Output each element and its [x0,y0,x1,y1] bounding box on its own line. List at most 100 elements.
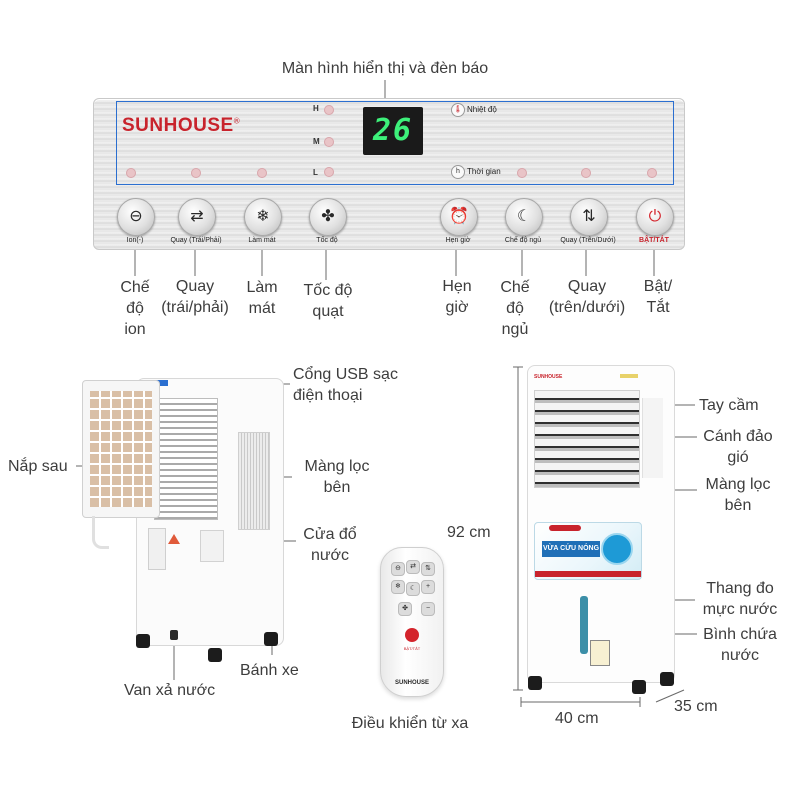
label-back-cover: Nắp sau [8,458,68,475]
front-top-sticker [620,374,638,378]
led-swing-lr [191,168,201,178]
label-timer: Hẹn giờ [442,278,472,316]
led-medium [324,137,334,147]
fan-icon: ✤ [321,208,335,225]
label-remote: Điều khiển từ xa [351,715,469,732]
sticker-bottom-band [535,571,641,577]
front-promo-sticker: VỪA CỨU NÓNG [534,522,642,580]
remote-btn-4[interactable]: ❄ [391,580,405,594]
label-handle: Tay cầm [699,397,759,414]
ion-button-caption: Ion(-) [126,237,144,244]
wheel-front-left [528,676,542,690]
remote-btn-7[interactable]: ✤ [398,602,412,616]
label-ion-mode: Chế độ ion [120,279,150,338]
cooling-button[interactable]: ❄ [244,198,282,236]
remote-control: ⊖ ⇄ ⇅ ❄ ☾ + ✤ − BẬT/TẮT SUNHOUSE [380,547,444,697]
warning-icon [168,534,180,544]
timer-button[interactable]: ⏰ [440,198,478,236]
remote-power-button[interactable] [405,628,419,642]
wheel-rear-right [264,632,278,646]
remote-btn-5[interactable]: ☾ [406,582,420,596]
label-drain-valve: Van xả nước [124,682,216,699]
display-highlight-frame [116,101,674,185]
time-indicator-label: Thời gian [467,167,501,176]
moon-icon: ☾ [516,208,532,225]
cover-strap [92,516,109,549]
thermometer-icon: 🌡 [451,103,465,117]
led-swing-ud [581,168,591,178]
side-filter-left [238,432,270,530]
sleep-mode-button[interactable]: ☾ [505,198,543,236]
dimension-depth: 35 cm [674,698,718,715]
remote-btn-2[interactable]: ⇄ [406,560,420,574]
swing-horizontal-icon: ⇄ [190,208,204,225]
drain-valve-knob [170,630,178,640]
sleep-mode-caption: Chế độ ngủ [504,237,542,244]
remote-btn-1[interactable]: ⊖ [391,562,405,576]
label-water-tank: Bình chứa nước [703,626,777,664]
label-water-level: Thang đo mực nước [702,580,778,618]
speed-level-medium: M [313,137,320,146]
speed-level-high: H [313,104,319,113]
swing-vertical-icon: ⇅ [582,208,596,225]
snowflake-icon: ❄ [256,208,270,225]
remote-btn-3[interactable]: ⇅ [421,562,435,576]
speed-level-low: L [313,168,318,177]
label-water-inlet: Cửa đổ nước [303,526,357,564]
timer-caption: Hẹn giờ [445,237,471,244]
fan-speed-button[interactable]: ✤ [309,198,347,236]
swing-vertical-caption: Quay (Trên/Dưới) [560,237,616,244]
dimension-height: 92 cm [447,524,491,541]
label-cooling: Làm mát [246,279,278,317]
power-button[interactable]: ⏻ [636,198,674,236]
louver [534,390,640,488]
swing-horizontal-caption: Quay (Trái/Phải) [170,237,222,244]
sticker-brand-tag [549,525,581,531]
label-swing-lr: Quay (trái/phải) [161,278,229,316]
brand-logo: SUNHOUSE® [122,115,241,136]
tank-warning-label [590,640,610,666]
remote-btn-6[interactable]: + [421,580,435,594]
led-sleep [517,168,527,178]
led-power [647,168,657,178]
rear-spec-sticker [200,530,224,562]
back-cover-filter [90,391,152,507]
sticker-title: VỪA CỨU NÓNG [542,541,600,557]
wheel-rear-left [136,634,150,648]
control-panel: SUNHOUSE® H M L 26 🌡 Nhiệt độ h Thời gia… [93,98,685,250]
handle-recess [642,398,663,478]
label-side-filter-right: Màng lọc bên [705,476,771,514]
power-icon: ⏻ [648,208,662,225]
label-louver: Cánh đảo gió [703,428,773,466]
swing-vertical-button[interactable]: ⇅ [570,198,608,236]
power-caption: BẬT/TẮT [639,237,669,244]
label-power: Bật/ Tắt [643,278,673,316]
label-sleep-mode: Chế độ ngủ [500,279,530,338]
ion-button[interactable]: ⊖ [117,198,155,236]
temperature-indicator-label: Nhiệt độ [467,105,497,114]
front-brand: SUNHOUSE [534,374,563,380]
hour-icon: h [451,165,465,179]
remote-power-text: BẬT/TẮT [403,646,421,651]
led-cool [257,168,267,178]
label-swing-ud: Quay (trên/dưới) [548,278,626,316]
remote-brand: SUNHOUSE [394,680,429,686]
label-wheels: Bánh xe [240,662,299,679]
fan-speed-caption: Tốc độ [316,237,338,244]
remote-btn-8[interactable]: − [421,602,435,616]
swing-horizontal-button[interactable]: ⇄ [178,198,216,236]
display-indicator-label: Màn hình hiển thị và đèn báo [281,60,489,77]
led-high [324,105,334,115]
alarm-clock-icon: ⏰ [449,208,469,225]
dimension-width: 40 cm [555,710,599,727]
water-level-gauge [580,596,588,654]
label-usb-port: Cổng USB sạc điện thoại [293,366,398,404]
cooling-caption: Làm mát [248,237,276,244]
led-ion [126,168,136,178]
rear-grille [154,398,218,520]
wheel-front-right [632,680,646,694]
sticker-badge [601,533,633,565]
rear-label-sticker [148,528,166,570]
ion-icon: ⊖ [129,208,143,225]
back-cover [82,380,160,518]
